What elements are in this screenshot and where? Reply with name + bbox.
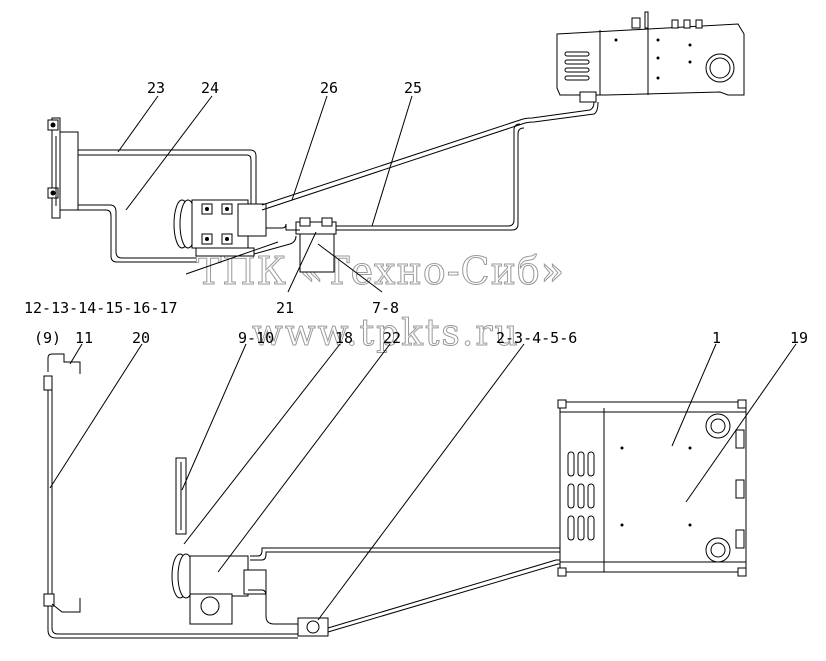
callout-9-10: 9-10 — [238, 329, 274, 347]
leader-lines — [49, 95, 797, 621]
callout-24: 24 — [201, 79, 219, 97]
receiver-drier-top — [295, 217, 337, 273]
compressor-top — [173, 199, 267, 257]
callout-18: 18 — [335, 329, 353, 347]
evaporator-unit-bottom — [557, 399, 747, 577]
callout-2-6: 2-3-4-5-6 — [496, 329, 577, 347]
callout-12-17: 12-13-14-15-16-17 — [24, 299, 178, 317]
piping-bottom — [47, 547, 560, 639]
callout-11: 11 — [75, 329, 93, 347]
condenser-bottom — [43, 353, 81, 613]
condenser-top — [47, 117, 79, 219]
piping-top — [78, 101, 599, 263]
watermark-company: ТПК «Техно-Сиб» — [196, 249, 565, 293]
callout-20: 20 — [132, 329, 150, 347]
callout-25: 25 — [404, 79, 422, 97]
callout-1: 1 — [712, 329, 721, 347]
callout-26: 26 — [320, 79, 338, 97]
watermark: ТПК «Техно-Сиб» www.tpkts.ru — [196, 249, 565, 355]
callout-22: 22 — [383, 329, 401, 347]
watermark-url: www.tpkts.ru — [252, 313, 520, 354]
callout-9: (9) — [34, 329, 61, 347]
callout-23: 23 — [147, 79, 165, 97]
receiver-drier-bottom — [297, 617, 329, 637]
callout-7-8: 7-8 — [372, 299, 399, 317]
callout-19: 19 — [790, 329, 808, 347]
callout-labels: 23 24 26 25 12-13-14-15-16-17 21 7-8 (9)… — [24, 79, 808, 347]
evaporator-unit-top — [556, 11, 745, 103]
compressor-bottom — [171, 457, 267, 625]
callout-21: 21 — [276, 299, 294, 317]
